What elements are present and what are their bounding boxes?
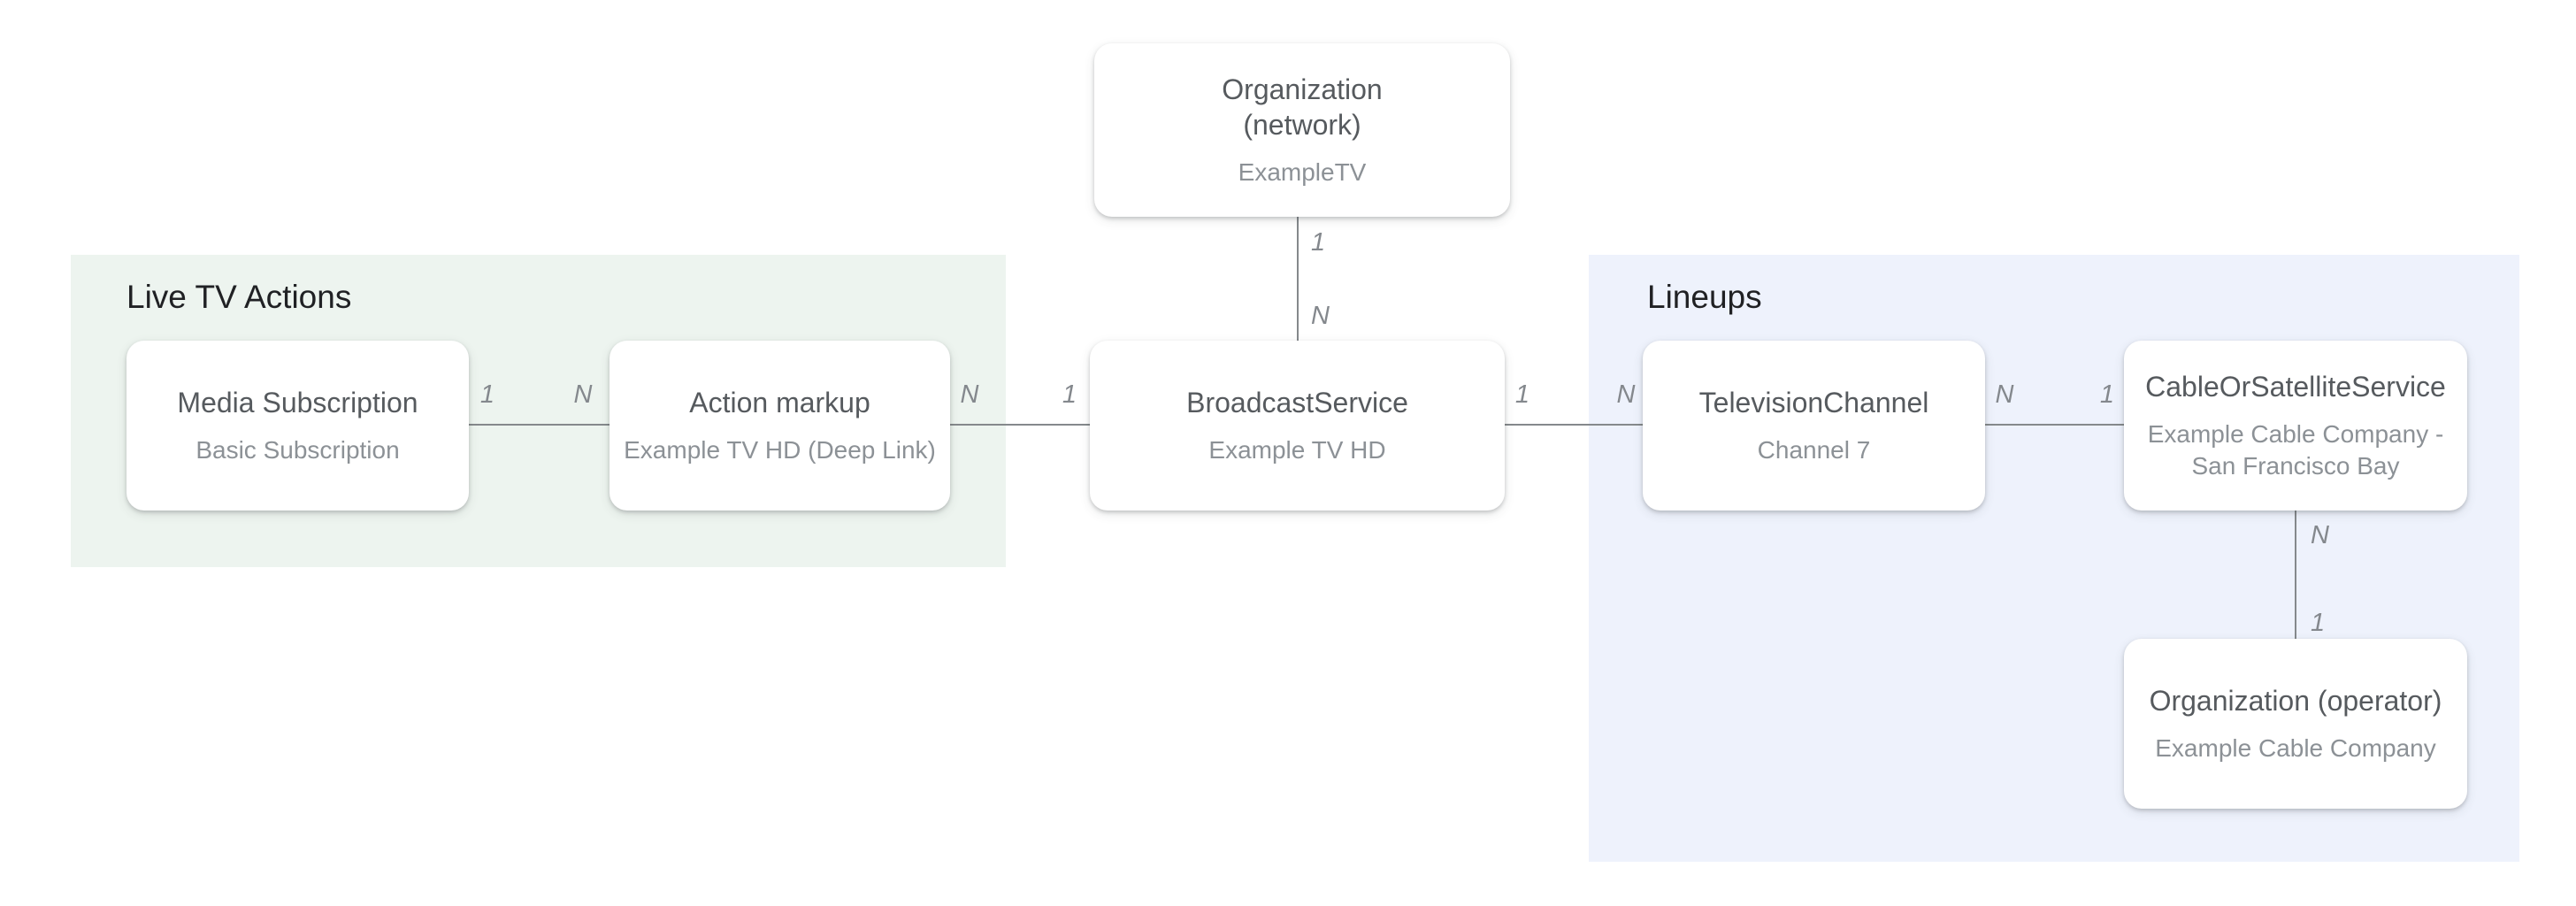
cardinality-label: N	[1616, 380, 1636, 409]
node-media-subscription: Media Subscription Basic Subscription	[126, 341, 469, 511]
node-title: CableOrSatelliteService	[2145, 371, 2446, 403]
node-title: Organization (network)	[1222, 73, 1383, 141]
node-organization-operator: Organization (operator) Example Cable Co…	[2124, 639, 2467, 809]
node-title: Action markup	[689, 387, 870, 418]
node-subtitle: Example TV HD (Deep Link)	[624, 436, 936, 464]
node-title: Organization (operator)	[2149, 685, 2442, 717]
node-television-channel: TelevisionChannel Channel 7	[1643, 341, 1985, 511]
node-broadcast-service: BroadcastService Example TV HD	[1090, 341, 1505, 511]
edge-cableorsatelliteservice-operator	[2295, 511, 2296, 639]
cardinality-label: 1	[479, 380, 495, 409]
node-organization-network: Organization (network) ExampleTV	[1094, 43, 1510, 217]
cardinality-label: 1	[2099, 380, 2115, 409]
edge-network-broadcastservice	[1297, 217, 1299, 341]
cardinality-label: N	[960, 380, 979, 409]
node-subtitle: Example Cable Company	[2155, 734, 2436, 762]
node-subtitle: Example TV HD	[1208, 436, 1386, 464]
node-action-markup: Action markup Example TV HD (Deep Link)	[610, 341, 950, 511]
cardinality-label: 1	[1514, 380, 1530, 409]
cardinality-label: 1	[2311, 609, 2326, 637]
edge-actionmarkup-broadcastservice	[950, 424, 1090, 426]
region-title-lineups: Lineups	[1647, 279, 1762, 315]
node-subtitle: Example Cable Company - San Francisco Ba…	[2147, 420, 2444, 480]
node-title: TelevisionChannel	[1698, 387, 1929, 418]
node-subtitle: Basic Subscription	[196, 436, 400, 464]
cardinality-label: N	[573, 380, 593, 409]
cardinality-label: N	[1995, 380, 2014, 409]
node-title: BroadcastService	[1186, 387, 1408, 418]
edge-mediasubscription-actionmarkup	[469, 424, 610, 426]
node-title: Media Subscription	[177, 387, 418, 418]
edge-broadcastservice-televisionchannel	[1505, 424, 1643, 426]
region-title-live-tv-actions: Live TV Actions	[126, 279, 352, 315]
cardinality-label: N	[2311, 521, 2329, 549]
cardinality-label: 1	[1062, 380, 1077, 409]
node-cable-or-satellite-service: CableOrSatelliteService Example Cable Co…	[2124, 341, 2467, 511]
cardinality-label: N	[1311, 302, 1330, 330]
edge-televisionchannel-cableorsatelliteservice	[1985, 424, 2124, 426]
node-subtitle: Channel 7	[1757, 436, 1871, 464]
node-subtitle: ExampleTV	[1238, 158, 1367, 186]
cardinality-label: 1	[1311, 228, 1326, 257]
